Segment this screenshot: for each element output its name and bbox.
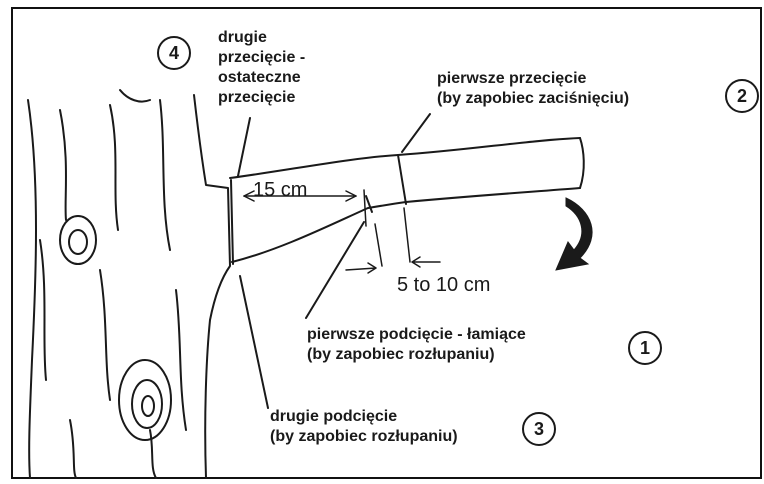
final-cut-line (231, 180, 233, 264)
cut4-line: przecięcie (218, 88, 305, 108)
cut2-line: pierwsze przecięcie (437, 69, 629, 89)
branch-end (580, 138, 584, 188)
dim-5to10-tick-left (375, 224, 382, 266)
bark-line (40, 240, 46, 380)
bark-line (160, 100, 170, 250)
step-1-badge: 1 (628, 331, 662, 365)
step-3-badge: 3 (522, 412, 556, 446)
cut2-label: pierwsze przecięcie (by zapobiec zaciśni… (437, 69, 629, 109)
cut4-line: ostateczne (218, 68, 305, 88)
bark-line (60, 110, 66, 220)
step-1-number: 1 (640, 338, 650, 359)
top-cut-line (398, 155, 406, 204)
bark-line (120, 90, 150, 102)
cut1-label: pierwsze podcięcie - łamiące (by zapobie… (307, 325, 526, 365)
step-4-badge: 4 (157, 36, 191, 70)
cut1-line: pierwsze podcięcie - łamiące (307, 325, 526, 345)
bark-line (100, 270, 110, 400)
falling-direction-arrow (556, 198, 592, 270)
cut4-line: drugie (218, 28, 305, 48)
trunk-outline-left (28, 100, 36, 478)
branch-top-edge (230, 138, 580, 178)
cut2-line: (by zapobiec zaciśnięciu) (437, 89, 629, 109)
knot-upper (60, 216, 96, 264)
cut3-label: drugie podcięcie (by zapobiec rozłupaniu… (270, 407, 458, 447)
dim-5to10-arrow-left (346, 263, 376, 273)
undercut-line (366, 196, 372, 212)
cut4-label: drugie przecięcie - ostateczne przecięci… (218, 28, 305, 108)
step-4-number: 4 (169, 43, 179, 64)
knot-upper-inner (69, 230, 87, 254)
leader-cut4 (238, 118, 250, 176)
knot-lower-mid (132, 380, 162, 428)
cut3-line: (by zapobiec rozłupaniu) (270, 427, 458, 447)
knot-lower-inner (142, 396, 154, 416)
step-2-number: 2 (737, 86, 747, 107)
step-3-number: 3 (534, 419, 544, 440)
bark-line (70, 420, 76, 478)
dim-5to10-arrow-right (412, 257, 440, 267)
bark-line (176, 290, 186, 430)
cut4-line: przecięcie - (218, 48, 305, 68)
leader-cut2 (402, 114, 430, 152)
trunk-outline-right (194, 95, 230, 478)
cut1-line: (by zapobiec rozłupaniu) (307, 345, 526, 365)
leader-cut3 (240, 276, 268, 408)
step-2-badge: 2 (725, 79, 759, 113)
measurement-15cm: 15 cm (253, 179, 307, 201)
cut3-line: drugie podcięcie (270, 407, 458, 427)
bark-line (110, 105, 118, 230)
measurement-5to10cm: 5 to 10 cm (397, 274, 490, 296)
dim-5to10-tick-right (404, 208, 410, 262)
